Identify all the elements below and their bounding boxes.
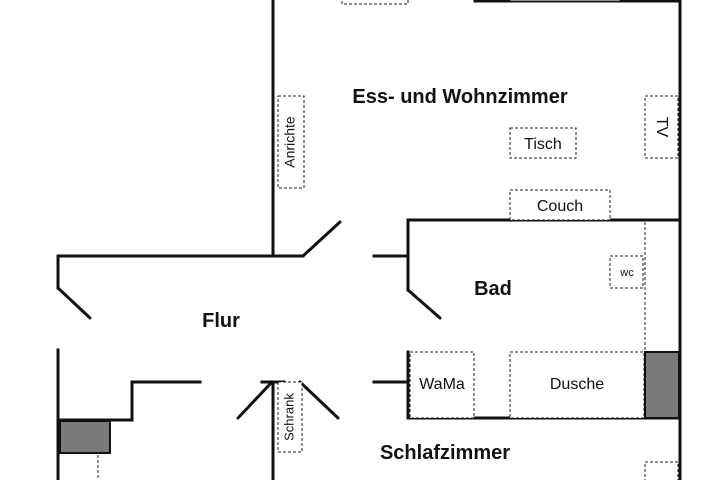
bedroom-door-left	[236, 380, 274, 420]
table-label: Tisch	[524, 136, 562, 153]
hall-bottom-wall	[56, 380, 202, 422]
shower: Dusche	[509, 351, 645, 419]
wardrobe: Schrank	[277, 381, 303, 453]
washer: WaMa	[409, 351, 475, 419]
living-room-door	[301, 220, 342, 258]
top-furniture-fragment	[341, 0, 409, 5]
bottom-right-furniture-fragment	[644, 461, 679, 480]
chimney-pillar-right	[644, 351, 680, 419]
room-label-living: Ess- und Wohnzimmer	[352, 86, 567, 108]
tv-box	[644, 95, 679, 159]
couch: Couch	[509, 189, 611, 221]
wc-box	[609, 255, 644, 289]
couch-label: Couch	[537, 198, 583, 215]
chimney-pillar-left	[59, 420, 111, 454]
wardrobe-box	[277, 381, 303, 453]
room-label-bedroom: Schlafzimmer	[380, 442, 510, 464]
washer-box	[409, 351, 475, 419]
wc-label: wc	[619, 267, 634, 279]
table-box	[509, 127, 577, 159]
bath-door	[406, 288, 442, 320]
doors	[56, 220, 442, 420]
entrance-door	[56, 286, 92, 320]
wc: wc	[609, 255, 644, 289]
tv: TV	[644, 95, 679, 159]
wardrobe-label: Schrank	[281, 393, 296, 441]
sideboard-label: Anrichte	[282, 116, 298, 168]
sideboard-box	[277, 95, 305, 189]
shower-box	[509, 351, 645, 419]
table: Tisch	[509, 127, 577, 159]
sideboard: Anrichte	[277, 95, 305, 189]
couch-box	[509, 189, 611, 221]
tv-label: TV	[653, 117, 670, 138]
bedroom-door-right	[298, 380, 340, 420]
washer-label: WaMa	[419, 376, 465, 393]
room-label-bath: Bad	[474, 278, 512, 300]
shower-label: Dusche	[550, 376, 604, 393]
window-fragment	[509, 0, 621, 2]
room-label-hall: Flur	[202, 310, 240, 332]
